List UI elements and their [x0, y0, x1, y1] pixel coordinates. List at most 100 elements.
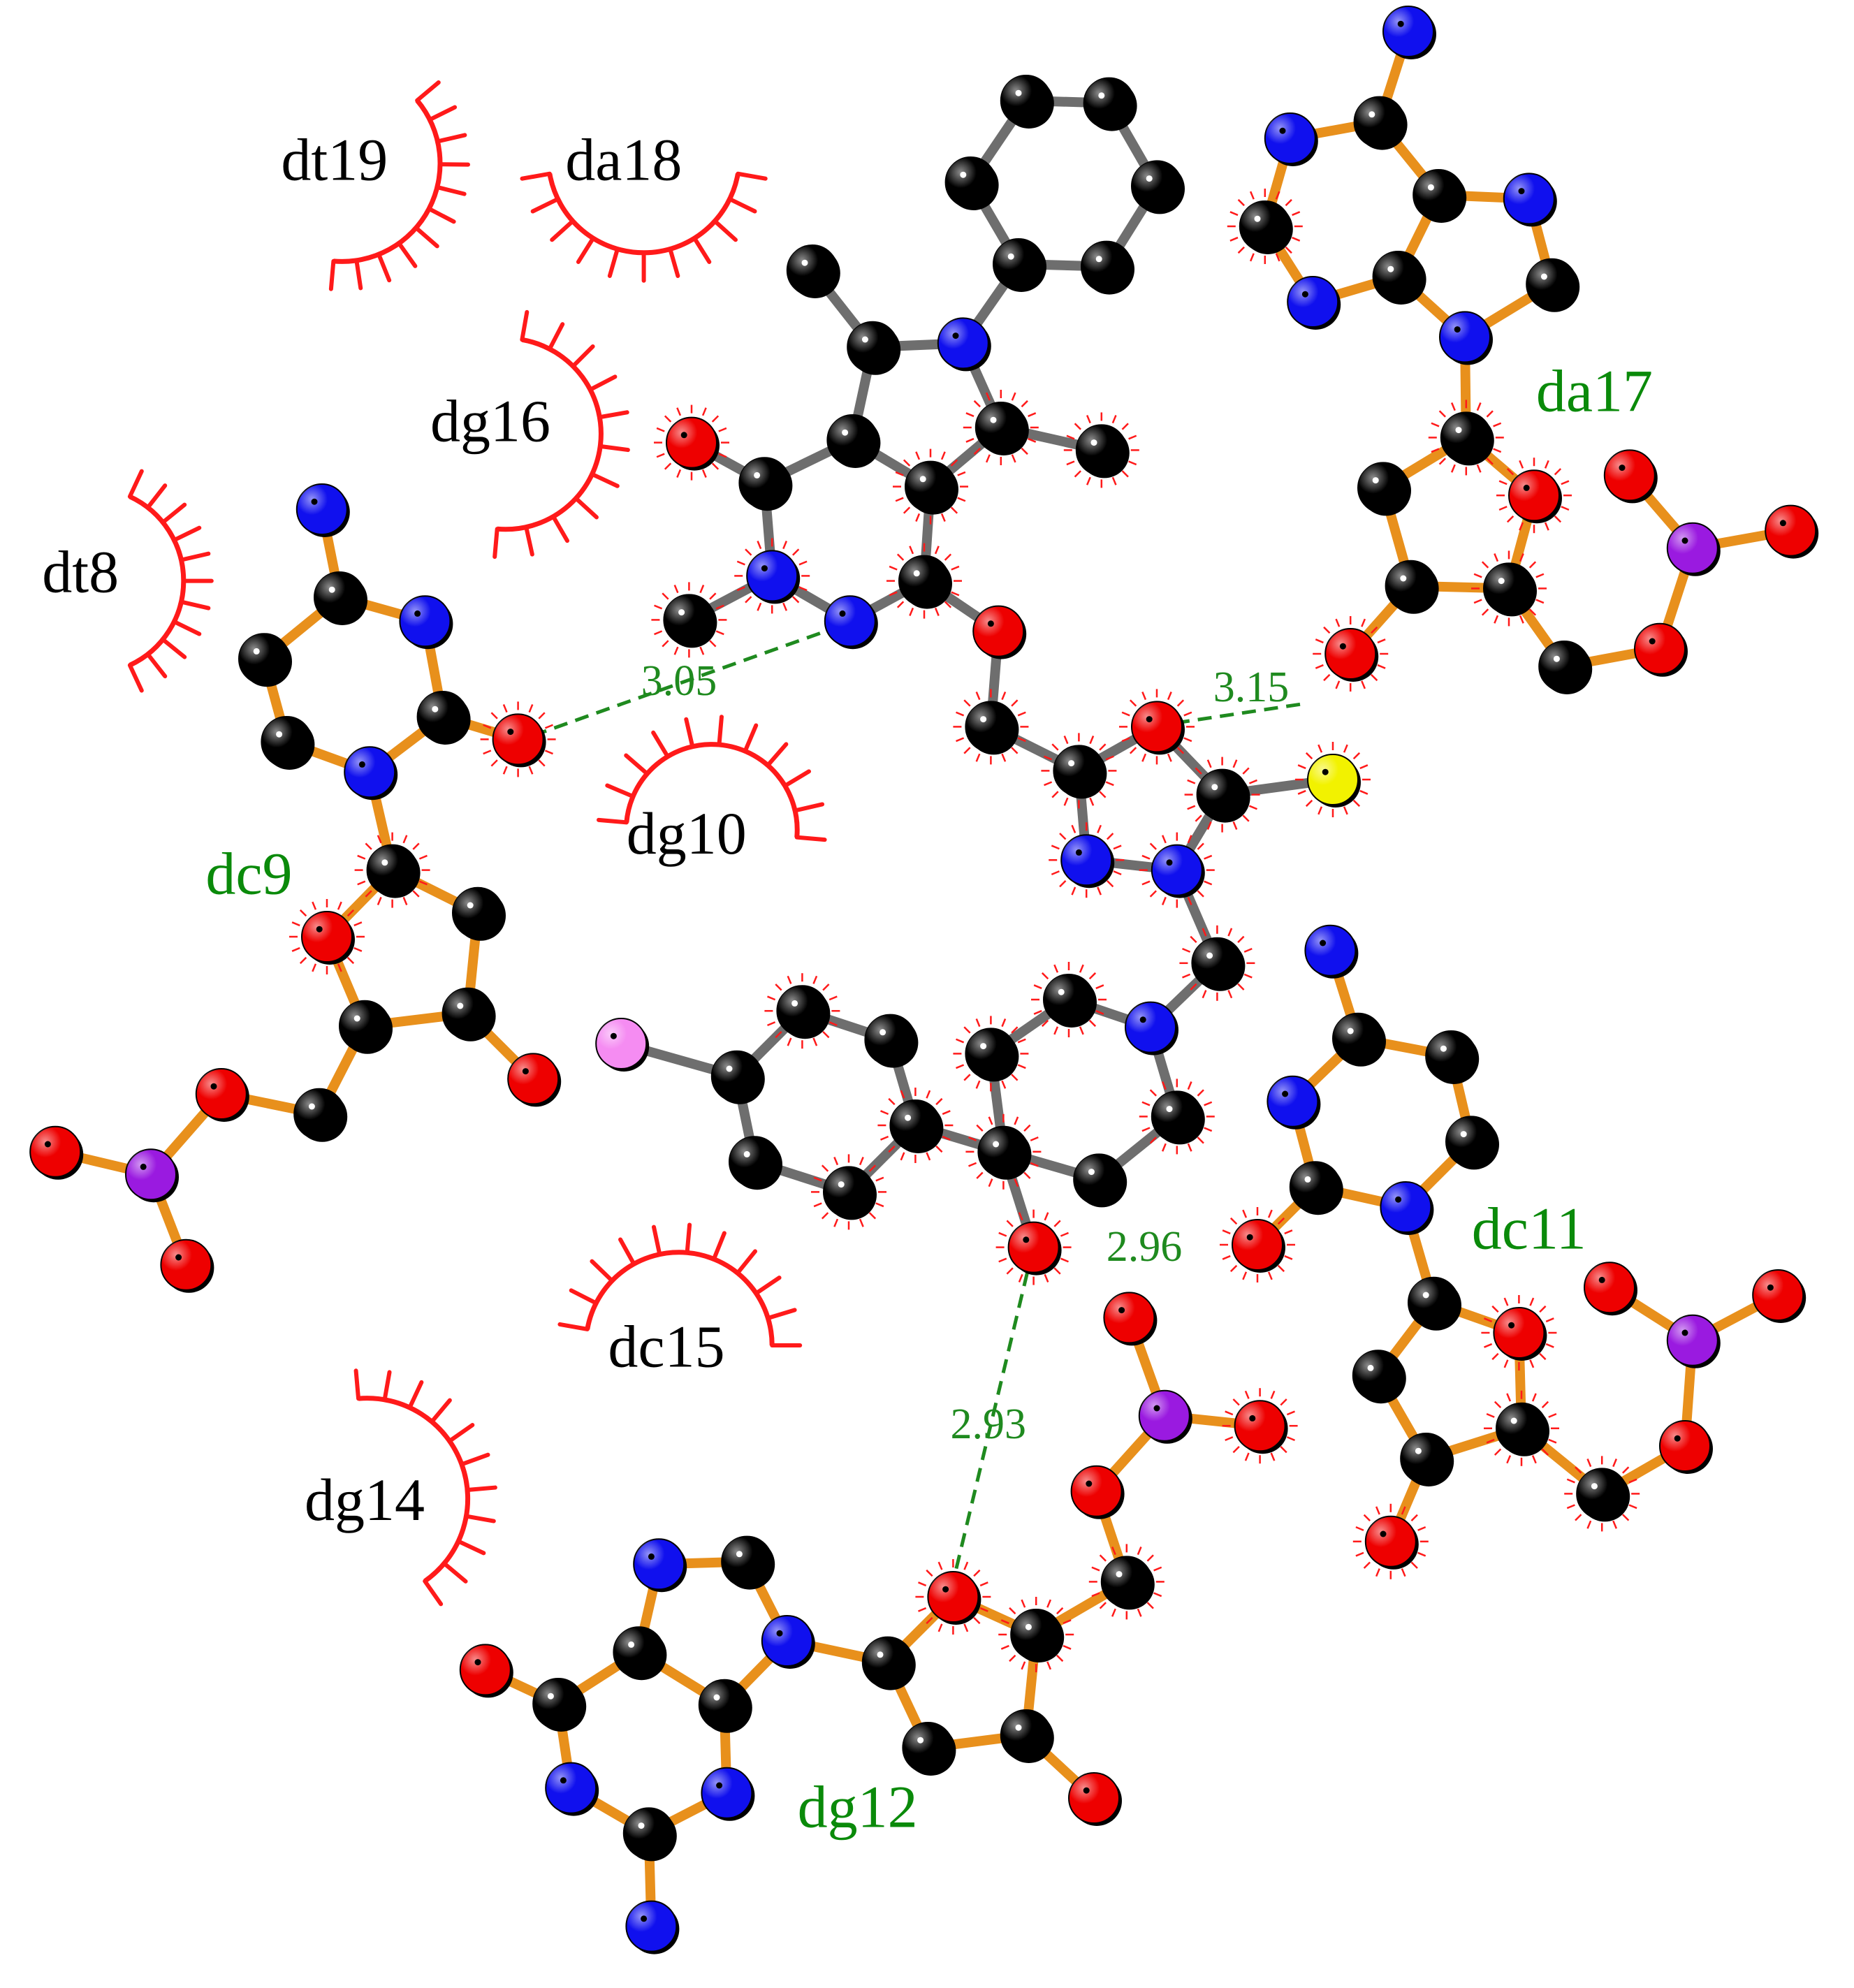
residue-label-da17: da17 [1536, 358, 1653, 425]
carbon-atom [1576, 1468, 1630, 1522]
hydrophobic-arc-dc15 [557, 1222, 803, 1347]
oxygen-atom [1068, 1772, 1122, 1826]
hydrophobic-label-da18: da18 [565, 126, 682, 193]
carbon-atom [1413, 169, 1467, 223]
carbon-atom [1196, 768, 1250, 823]
carbon-atom [1100, 1556, 1155, 1610]
contact-spikes [915, 1559, 991, 1635]
carbon-atom [898, 555, 952, 609]
contact-spikes [1222, 1388, 1298, 1464]
phosphorus-atom [1666, 1314, 1721, 1368]
carbon-atom [452, 886, 506, 941]
nitrogen-atom [625, 1900, 680, 1954]
contact-spikes [811, 1154, 886, 1230]
hydrophobic-arc-dt8 [127, 469, 214, 693]
contact-spikes [893, 448, 968, 525]
hydrogen-bond-line [532, 624, 841, 738]
carbon-atom [729, 1136, 782, 1190]
nitrogen-atom [761, 1615, 815, 1669]
carbon-atom [1000, 1709, 1054, 1763]
nitrogen-atom [1439, 311, 1493, 365]
carbon-atom [710, 1050, 765, 1104]
carbon-atom [613, 1626, 667, 1681]
hydrophobic-arc-dt19 [328, 80, 470, 291]
oxygen-atom [160, 1238, 214, 1293]
oxygen-atom [492, 713, 546, 768]
oxygen-atom [1752, 1269, 1806, 1323]
oxygen-atom [1765, 504, 1819, 559]
contact-spikes [654, 404, 729, 481]
phosphorus-atom [1138, 1389, 1192, 1444]
hydrophobic-arc-dg10 [597, 715, 827, 842]
contact-spikes [998, 1597, 1074, 1672]
oxygen-atom [1103, 1292, 1158, 1346]
contact-spikes [1227, 189, 1303, 264]
contact-spikes [1184, 757, 1260, 833]
carbon-atom [1053, 745, 1107, 799]
residue-label-dc11: dc11 [1472, 1194, 1586, 1262]
carbon-atom [1408, 1276, 1461, 1331]
atoms-layer [29, 6, 1819, 1954]
carbon-atom [366, 844, 421, 898]
hydrophobic-label-dc15: dc15 [608, 1313, 724, 1380]
hydrogen-bond-line [951, 1272, 1030, 1582]
oxygen-atom [29, 1125, 84, 1180]
contact-spikes [1119, 689, 1195, 765]
nitrogen-atom [399, 595, 453, 650]
hbond-distance-label: 2.96 [1107, 1223, 1183, 1271]
contact-spikes [953, 689, 1029, 765]
nitrogen-atom [344, 746, 398, 801]
hbond-distance-label: 3.15 [1213, 664, 1290, 711]
contact-spikes-layer [289, 189, 1640, 1672]
carbon-atom [663, 594, 717, 648]
hbond-distance-label: 3.05 [641, 657, 717, 705]
nitrogen-atom [1380, 1181, 1434, 1235]
phosphorus-atom [1666, 522, 1721, 576]
oxygen-atom [1584, 1262, 1637, 1316]
nitrogen-atom [1304, 924, 1359, 979]
carbon-atom [902, 1722, 956, 1776]
carbon-atom [293, 1088, 348, 1142]
carbon-atom [738, 457, 793, 511]
hydrophobic-label-dg14: dg14 [305, 1466, 425, 1533]
contact-spikes [1313, 616, 1389, 692]
carbon-atom [1075, 424, 1130, 478]
contact-spikes [651, 582, 727, 658]
carbon-atom [1385, 560, 1439, 614]
oxygen-atom [1232, 1219, 1285, 1273]
contact-spikes [1139, 1079, 1215, 1155]
hydrophobic-label-dg16: dg16 [430, 388, 550, 455]
carbon-atom [1081, 240, 1134, 295]
carbon-atom [1151, 1090, 1205, 1145]
carbon-atom [975, 402, 1029, 455]
nitrogen-atom [1264, 112, 1318, 166]
carbon-atom [864, 1014, 919, 1068]
residue-label-dc9: dc9 [205, 840, 292, 907]
contact-spikes [953, 1016, 1029, 1092]
carbon-atom [965, 701, 1019, 755]
carbon-atom [622, 1807, 677, 1862]
oxygen-atom [972, 605, 1027, 659]
carbon-atom [1400, 1433, 1454, 1486]
carbon-atom [944, 156, 999, 210]
carbon-atom [1043, 974, 1097, 1028]
carbon-atom [1445, 1116, 1499, 1170]
contact-spikes [1139, 832, 1215, 908]
carbon-atom [889, 1099, 944, 1153]
nitrogen-atom [1503, 173, 1557, 227]
nitrogen-atom [746, 550, 801, 604]
carbon-atom [1332, 1012, 1386, 1067]
nitrogen-atom [824, 595, 878, 650]
contact-spikes [1220, 1207, 1295, 1282]
carbon-atom [1083, 77, 1137, 131]
carbon-atom [721, 1535, 775, 1590]
oxygen-atom [1131, 701, 1185, 755]
carbon-atom [823, 1166, 877, 1220]
hydrophobic-label-dt19: dt19 [281, 126, 388, 193]
contact-spikes [1049, 822, 1125, 898]
nitrogen-atom [937, 317, 991, 372]
hydrophobic-label-dt8: dt8 [42, 539, 119, 606]
contact-spikes [1041, 733, 1117, 809]
